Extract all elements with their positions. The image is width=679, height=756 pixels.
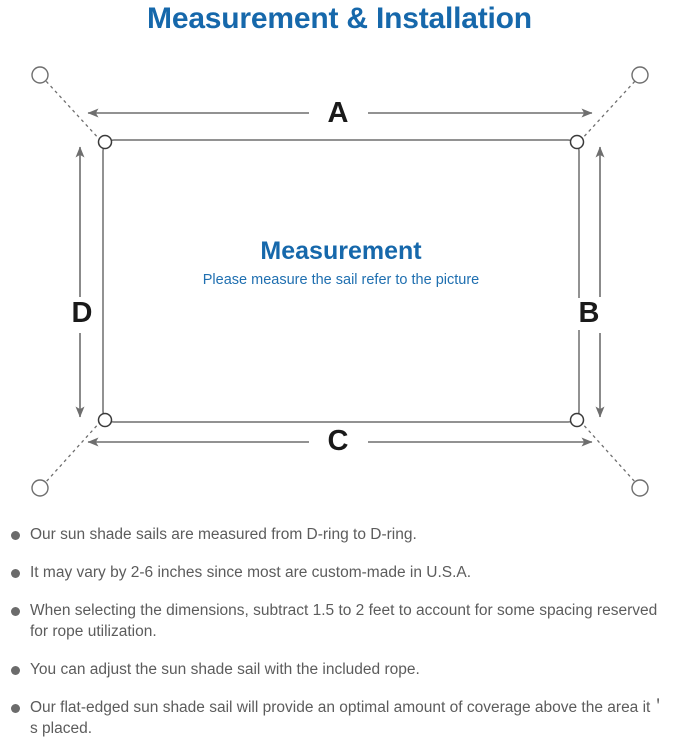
list-item: You can adjust the sun shade sail with t… [0,659,679,680]
dimension-label-c: C [310,426,366,458]
list-item: It may vary by 2-6 inches since most are… [0,562,679,583]
note-text: You can adjust the sun shade sail with t… [30,661,420,678]
d-ring-bottom-left [97,412,113,428]
rope-lines [44,79,637,484]
d-rings [97,134,585,428]
sail-caption-title: Measurement [260,237,422,265]
rope-top-right [579,79,637,142]
bullet-icon [11,607,20,616]
page-title: Measurement & Installation [147,2,532,35]
bullet-icon [11,704,20,713]
anchor-point-bottom-left [31,479,49,497]
dimension-label-b: B [569,298,609,330]
dimension-label-a: A [310,98,366,130]
note-text: It may vary by 2-6 inches since most are… [30,564,472,581]
dimension-label-d: D [62,298,102,330]
sail-caption-subtitle: Please measure the sail refer to the pic… [202,272,480,288]
bullet-icon [11,666,20,675]
d-ring-top-right [569,134,585,150]
rope-bottom-right [579,420,637,484]
note-text: When selecting the dimensions, subtract … [30,602,658,640]
sail-body [102,139,580,423]
diagram-canvas [31,66,649,497]
list-item: Our flat-edged sun shade sail will provi… [0,697,679,739]
anchor-point-top-left [31,66,49,84]
d-ring-top-left [97,134,113,150]
bullet-icon [11,531,20,540]
anchor-points [31,66,649,497]
anchor-point-bottom-right [631,479,649,497]
note-text: Our flat-edged sun shade sail will provi… [30,699,666,737]
notes-list: Our sun shade sails are measured from D-… [0,524,679,756]
list-item: When selecting the dimensions, subtract … [0,600,679,642]
note-text: Our sun shade sails are measured from D-… [30,526,417,543]
rope-top-left [44,79,102,142]
measurement-diagram: A B C D Measurement Please measure the s… [0,45,679,515]
sail-caption-block: Measurement Please measure the sail refe… [103,235,579,291]
bullet-icon [11,569,20,578]
rope-bottom-left [44,420,102,484]
anchor-point-top-right [631,66,649,84]
d-ring-bottom-right [569,412,585,428]
list-item: Our sun shade sails are measured from D-… [0,524,679,545]
